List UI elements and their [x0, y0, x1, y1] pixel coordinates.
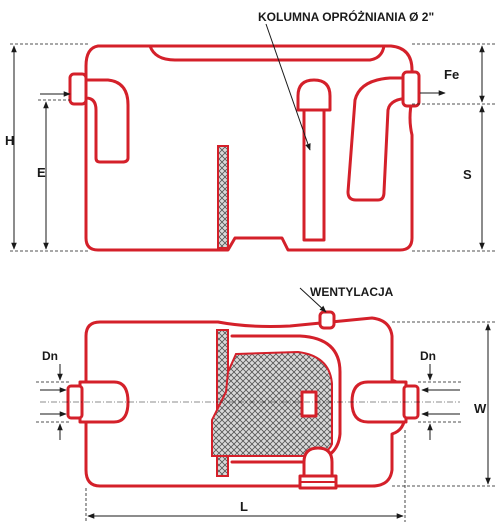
side-view	[68, 44, 421, 252]
tank-body-side	[84, 44, 414, 252]
dim-label-H: H	[5, 133, 14, 148]
vent-callout: WENTYLACJA	[310, 285, 394, 299]
outlet-elbow	[346, 76, 414, 202]
dim-label-S: S	[463, 167, 472, 182]
dim-label-W: W	[474, 401, 487, 416]
dim-label-Dn-right: Dn	[420, 349, 436, 363]
inlet-elbow	[84, 78, 130, 164]
dim-label-E: E	[37, 165, 46, 180]
dim-label-Dn-left: Dn	[42, 349, 58, 363]
filter-pack	[211, 350, 333, 457]
drain-column-callout: KOLUMNA OPRÓŻNIANIA Ø 2"	[258, 9, 434, 24]
top-view	[40, 310, 460, 490]
drain-column	[302, 106, 326, 242]
drain-column-top	[302, 446, 334, 478]
dim-label-L: L	[240, 499, 248, 514]
outlet-flange	[401, 70, 421, 108]
tank-body-top	[84, 316, 407, 488]
sample-port	[300, 390, 318, 418]
dim-label-Fe: Fe	[444, 67, 459, 82]
inlet-flange	[68, 72, 88, 106]
baffle-wall-side	[217, 145, 229, 249]
vent-nozzle	[318, 310, 336, 330]
